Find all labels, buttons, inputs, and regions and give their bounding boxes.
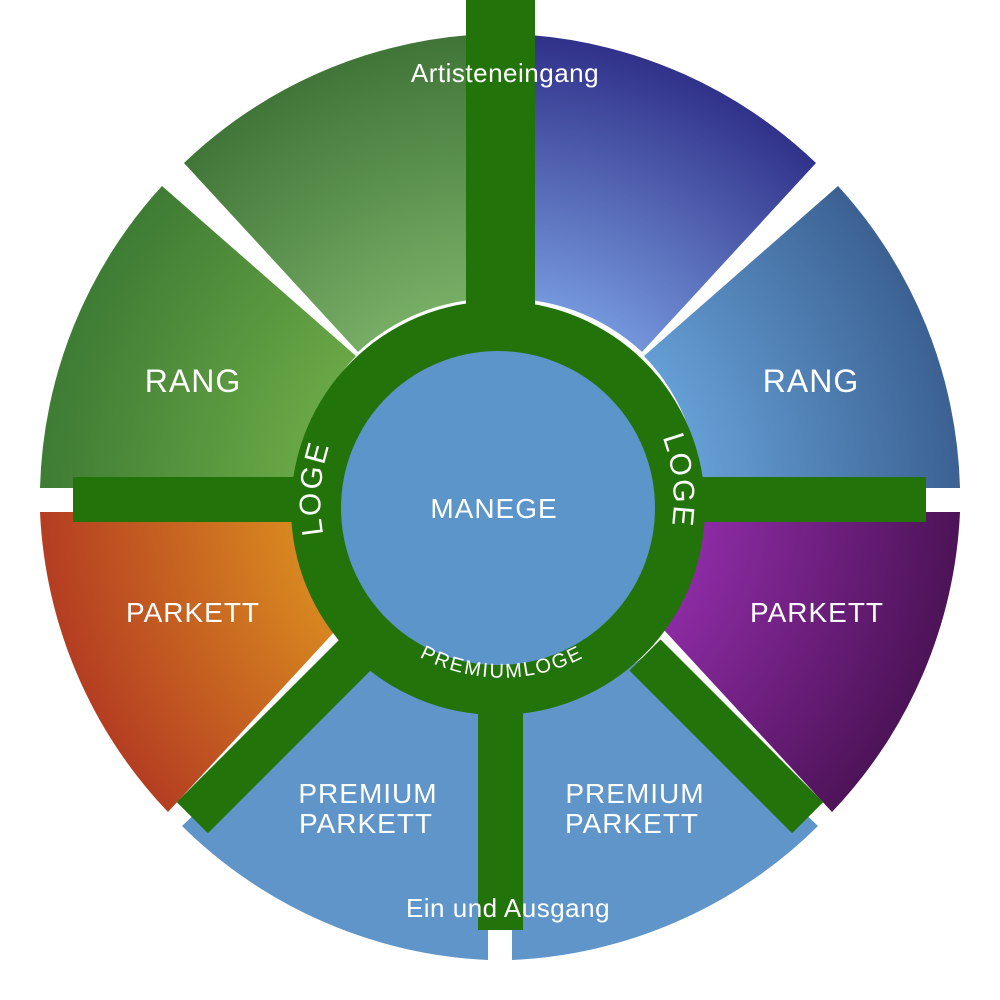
sector-premium-parkett-right: [512, 658, 818, 960]
label-loge-left: LOGE: [294, 437, 336, 538]
sector-top-right: [530, 35, 816, 352]
label-premium-left-line1: PREMIUM: [298, 778, 437, 809]
label-manege: MANEGE: [430, 493, 557, 524]
corridor-left: [73, 477, 308, 522]
label-parkett-left: PARKETT: [126, 597, 260, 628]
label-parkett-right: PARKETT: [750, 597, 884, 628]
sector-premium-parkett-left: [182, 658, 488, 960]
label-premium-right-line2: PARKETT: [565, 808, 699, 839]
label-rang-right: RANG: [763, 363, 859, 399]
sector-rang-right: [644, 186, 960, 488]
manege-arena: [341, 351, 655, 665]
corridor-bottom-left: [176, 639, 371, 834]
corridors: [73, 0, 926, 930]
sector-top-left: [184, 35, 470, 352]
label-premium-left-line2: PARKETT: [299, 808, 433, 839]
label-rang-left: RANG: [145, 363, 241, 399]
label-artisteneingang: Artisteneingang: [411, 58, 599, 88]
sector-parkett-right: [664, 512, 960, 812]
label-ein-und-ausgang: Ein und Ausgang: [406, 893, 610, 923]
corridor-top: [466, 0, 535, 320]
corridor-right: [692, 477, 926, 522]
label-premium-right-line1: PREMIUM: [565, 778, 704, 809]
sector-parkett-left: [40, 512, 336, 812]
corridor-bottom-right: [629, 639, 824, 834]
sector-rang-left: [40, 186, 356, 488]
corridor-bottom: [478, 690, 523, 930]
